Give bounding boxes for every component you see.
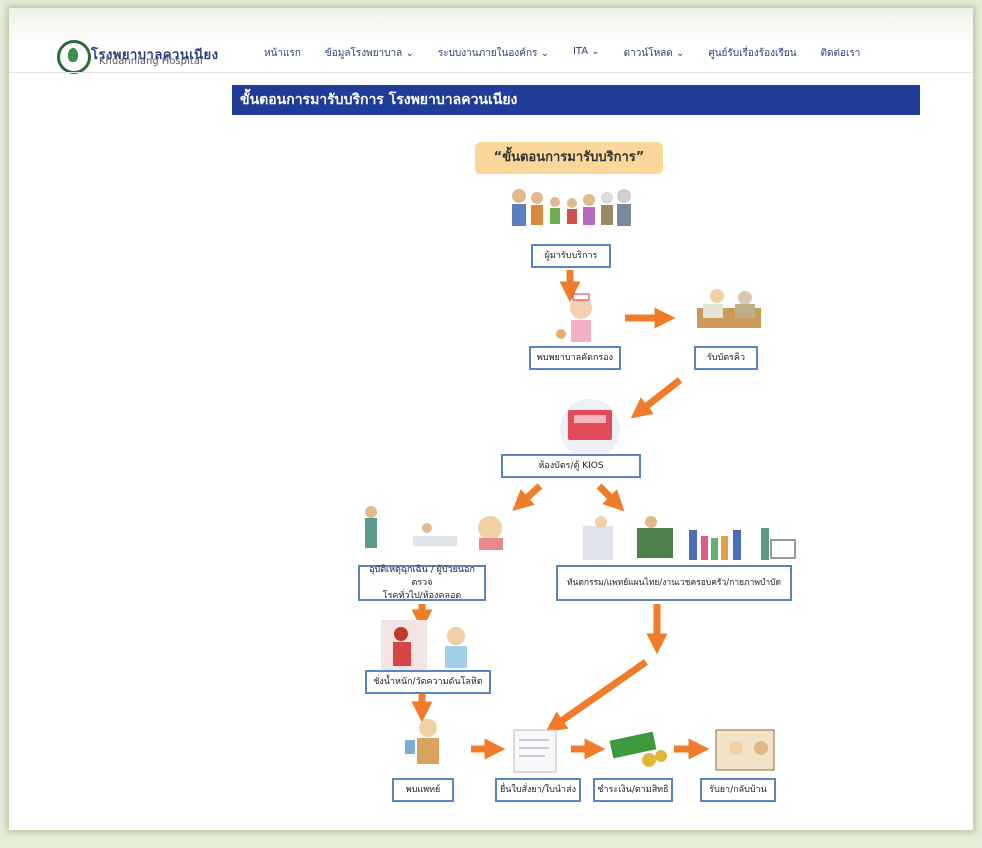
vitals-illustration	[381, 620, 467, 670]
hospital-logo-icon[interactable]	[57, 40, 91, 74]
emergency-illustration	[365, 506, 503, 550]
prescription-doc-illustration	[513, 729, 557, 773]
money-illustration	[609, 731, 667, 767]
main-nav: หน้าแรก ข้อมูลโรงพยาบาล ⌄ ระบบงานภายในอง…	[264, 46, 860, 61]
step-arrive: ผู้มารับบริการ	[531, 244, 611, 268]
arrow-other-to-submit	[545, 659, 648, 732]
step-triage: พบพยาบาลคัดกรอง	[529, 346, 621, 370]
flow-arrows	[365, 189, 796, 773]
medicine-pickup-illustration	[715, 729, 775, 771]
step-submit-prescription: ยื่นใบสั่งยา/ใบนำส่ง	[495, 778, 581, 802]
nav-item-download[interactable]: ดาวน์โหลด ⌄	[623, 48, 685, 59]
people-group-illustration	[512, 189, 631, 226]
nurse-illustration	[556, 293, 592, 342]
step-doctor: พบแพทย์	[392, 778, 454, 802]
page-title-banner: ขั้นตอนการมารับบริการ โรงพยาบาลควนเนียง	[232, 85, 920, 115]
page-frame: โรงพยาบาลควนเนียง Khuanniang Hospital หน…	[9, 8, 973, 830]
step-payment: ชำระเงิน/ตามสิทธิ	[593, 778, 673, 802]
nav-item-contact[interactable]: ติดต่อเรา	[820, 48, 861, 59]
arrow-records-to-emergency	[512, 483, 543, 512]
nav-item-home[interactable]: หน้าแรก	[264, 48, 301, 59]
step-queue-ticket: รับบัตรคิว	[694, 346, 758, 370]
queue-counter-illustration	[697, 289, 761, 328]
nav-item-internal-systems[interactable]: ระบบงานภายในองค์กร ⌄	[437, 48, 549, 59]
step-vitals: ชั่งน้ำหนัก/วัดความดันโลหิต	[365, 670, 491, 694]
step-other-services: ทันตกรรม/แพทย์แผนไทย/งานเวชครอบครัว/กายภ…	[556, 565, 792, 601]
step-records-kiosk: ห้องบัตร/ตู้ KIOS	[501, 454, 641, 478]
nav-item-complaints[interactable]: ศูนย์รับเรื่องร้องเรียน	[708, 48, 797, 59]
nav-item-hospital-info[interactable]: ข้อมูลโรงพยาบาล ⌄	[324, 48, 414, 59]
arrow-records-to-other	[596, 483, 625, 512]
step-emergency-opd: อุบัติเหตุฉุกเฉิน / ผู้ป่วยนอกตรวจ โรคทั…	[358, 565, 486, 601]
arrow-queue-to-records	[630, 377, 683, 419]
brand-name-english[interactable]: Khuanniang Hospital	[99, 56, 203, 67]
step-receive-medicine: รับยา/กลับบ้าน	[700, 778, 776, 802]
brand-name-thai[interactable]: โรงพยาบาลควนเนียง	[91, 48, 219, 63]
flow-title: “ขั้นตอนการมารับบริการ”	[475, 142, 663, 174]
nav-item-ita[interactable]: ITA ⌄	[572, 46, 600, 57]
other-services-illustration	[583, 516, 796, 560]
nav-divider	[9, 72, 973, 73]
doctor-illustration	[405, 719, 439, 764]
kiosk-card-illustration	[560, 399, 620, 459]
